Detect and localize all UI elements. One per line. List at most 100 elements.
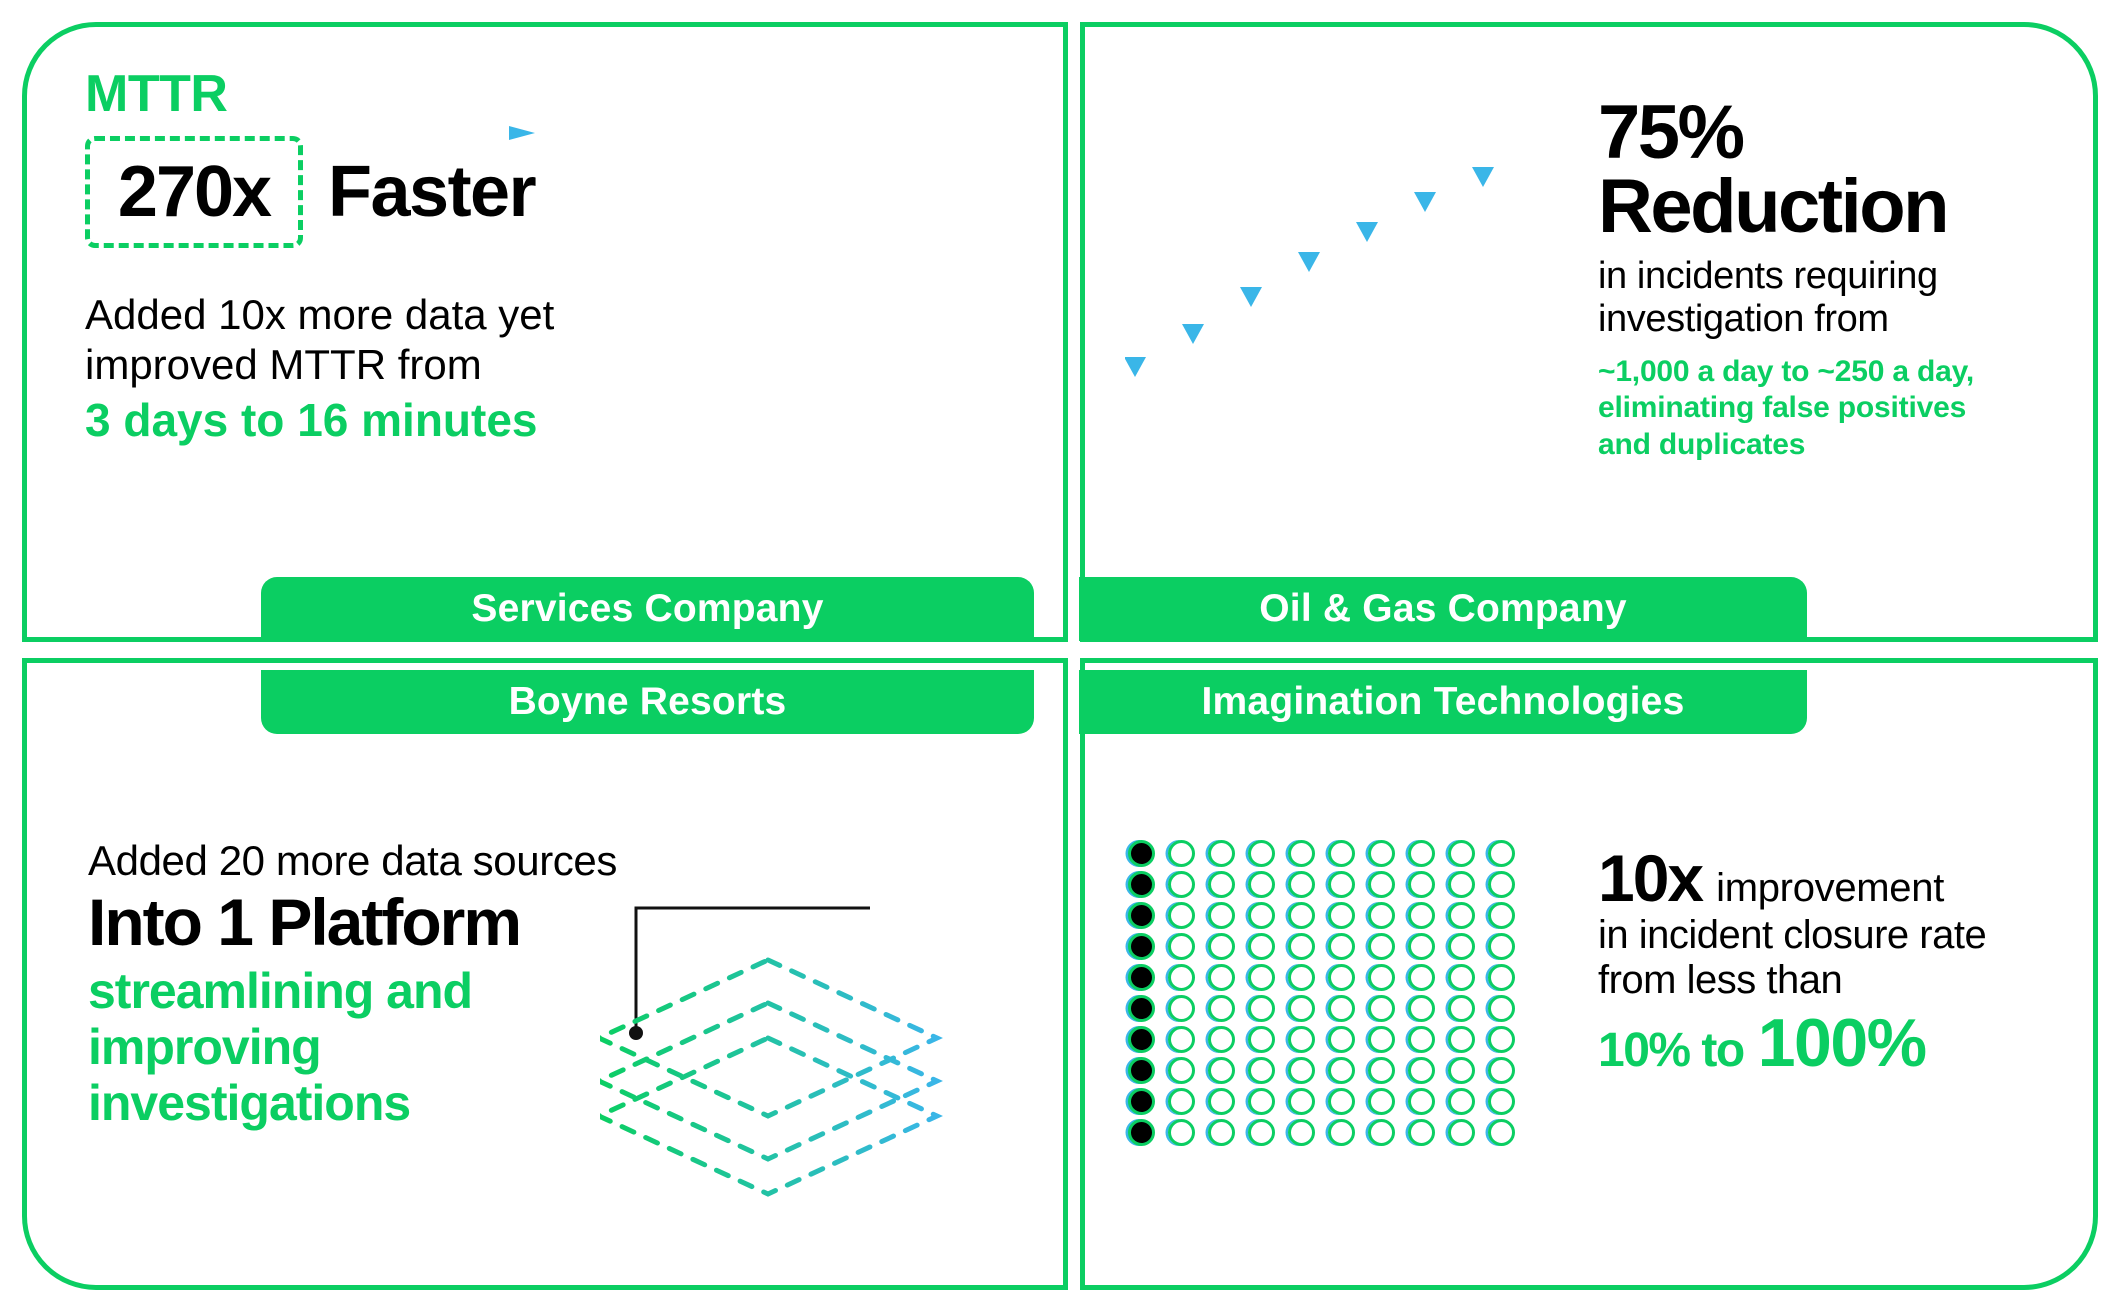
body-highlight: 3 days to 16 minutes [85,394,538,447]
open-dot-icon [1168,995,1195,1022]
mttr-metric-row: 270x Faster [85,126,985,254]
open-dot-icon [1288,1057,1315,1084]
banner-imagination-technologies[interactable]: Imagination Technologies [1079,670,1807,734]
open-dot-icon [1288,1026,1315,1053]
open-dot-icon [1448,902,1475,929]
open-dot-icon [1448,871,1475,898]
open-dot-icon [1168,1057,1195,1084]
open-dot-icon [1448,1119,1475,1146]
closure-sub-line-1: in incident closure rate [1598,913,1987,957]
open-dot-icon [1368,964,1395,991]
open-dot-icon [1328,902,1355,929]
open-dot-icon [1408,1119,1435,1146]
open-dot-icon [1488,933,1515,960]
open-dot-icon [1328,964,1355,991]
open-dot-icon [1208,995,1235,1022]
boyne-resorts-content: Added 20 more data sources Into 1 Platfo… [88,837,708,1131]
open-dot-icon [1448,1088,1475,1115]
open-dot-icon [1288,871,1315,898]
reduction-green-line-1: ~1,000 a day to ~250 a day, [1598,354,1974,388]
layer-diamonds [600,957,943,1197]
open-dot-icon [1408,871,1435,898]
filled-dot-icon [1128,1088,1155,1115]
boyne-line-2: Into 1 Platform [88,885,522,960]
open-dot-icon [1208,902,1235,929]
mttr-metric-word: Faster [328,152,537,232]
open-dot-icon [1488,902,1515,929]
connector-dot [629,1026,643,1040]
banner-oil-gas-company[interactable]: Oil & Gas Company [1079,577,1807,641]
filled-dot-icon [1128,1057,1155,1084]
open-dot-icon [1168,840,1195,867]
open-dot-icon [1288,964,1315,991]
waffle-dot-grid [1128,840,1528,1240]
open-dot-icon [1168,902,1195,929]
reduction-green-line-2: eliminating false positives [1598,391,1967,425]
open-dot-icon [1368,840,1395,867]
open-dot-icon [1288,933,1315,960]
filled-dot-icon [1128,995,1155,1022]
mttr-kicker-label: MTTR [85,65,228,123]
closure-range: 10% to 100% [1598,1009,2078,1077]
open-dot-icon [1488,1119,1515,1146]
filled-dot-icon [1128,964,1155,991]
open-dot-icon [1248,840,1275,867]
closure-rate-headline: 10x improvement [1598,845,2078,911]
closure-range-to: 100% [1757,1004,1927,1081]
filled-dot-icon [1128,933,1155,960]
reduction-headline: 75% Reduction [1598,94,2068,245]
imagination-technologies-content: 10x improvement in incident closure rate… [1598,845,2078,1077]
boyne-green-line-1: streamlining and [88,962,473,1019]
open-dot-icon [1248,1088,1275,1115]
open-dot-icon [1448,964,1475,991]
open-dot-icon [1168,1026,1195,1053]
panel-services-company [22,22,1068,642]
filled-dot-icon [1128,1026,1155,1053]
open-dot-icon [1328,995,1355,1022]
open-dot-icon [1328,840,1355,867]
closure-metric: 10x [1598,841,1704,915]
open-dot-icon [1248,964,1275,991]
boyne-green-line-2: improving [88,1018,322,1075]
open-dot-icon [1248,1026,1275,1053]
open-dot-icon [1488,1026,1515,1053]
open-dot-icon [1208,1026,1235,1053]
open-dot-icon [1408,840,1435,867]
open-dot-icon [1248,995,1275,1022]
banner-services-company[interactable]: Services Company [261,577,1034,641]
reduction-green-line-3: and duplicates [1598,427,1806,461]
arrow-heads [1125,167,1494,377]
open-dot-icon [1408,995,1435,1022]
banner-boyne-resorts[interactable]: Boyne Resorts [261,670,1034,734]
open-dot-icon [1248,1057,1275,1084]
open-dot-icon [1488,964,1515,991]
open-dot-icon [1408,1026,1435,1053]
open-dot-icon [1248,1119,1275,1146]
open-dot-icon [1208,1057,1235,1084]
open-dot-icon [1208,933,1235,960]
filled-dot-icon [1128,1119,1155,1146]
open-dot-icon [1488,871,1515,898]
open-dot-icon [1208,1119,1235,1146]
panel-boyne-resorts [22,658,1068,1290]
descending-dotted-arrows-graphic [1125,77,1494,377]
open-dot-icon [1168,1088,1195,1115]
open-dot-icon [1448,995,1475,1022]
reduction-subtext: in incidents requiring investigation fro… [1598,255,2068,342]
dotted-arrow-right-icon [85,126,535,140]
open-dot-icon [1168,933,1195,960]
open-dot-icon [1248,902,1275,929]
open-dot-icon [1488,1057,1515,1084]
closure-metric-word: improvement [1716,866,1945,910]
open-dot-icon [1488,995,1515,1022]
boyne-green-line-3: investigations [88,1074,411,1131]
open-dot-icon [1248,933,1275,960]
reduction-sub-line-1: in incidents requiring [1598,254,1938,297]
oil-gas-company-content: 75% Reduction in incidents requiring inv… [1598,94,2068,463]
metric-dashed-frame [85,136,303,248]
open-dot-icon [1208,871,1235,898]
mttr-metric-value: 270x [117,152,272,232]
open-dot-icon [1448,1057,1475,1084]
open-dot-icon [1328,1026,1355,1053]
